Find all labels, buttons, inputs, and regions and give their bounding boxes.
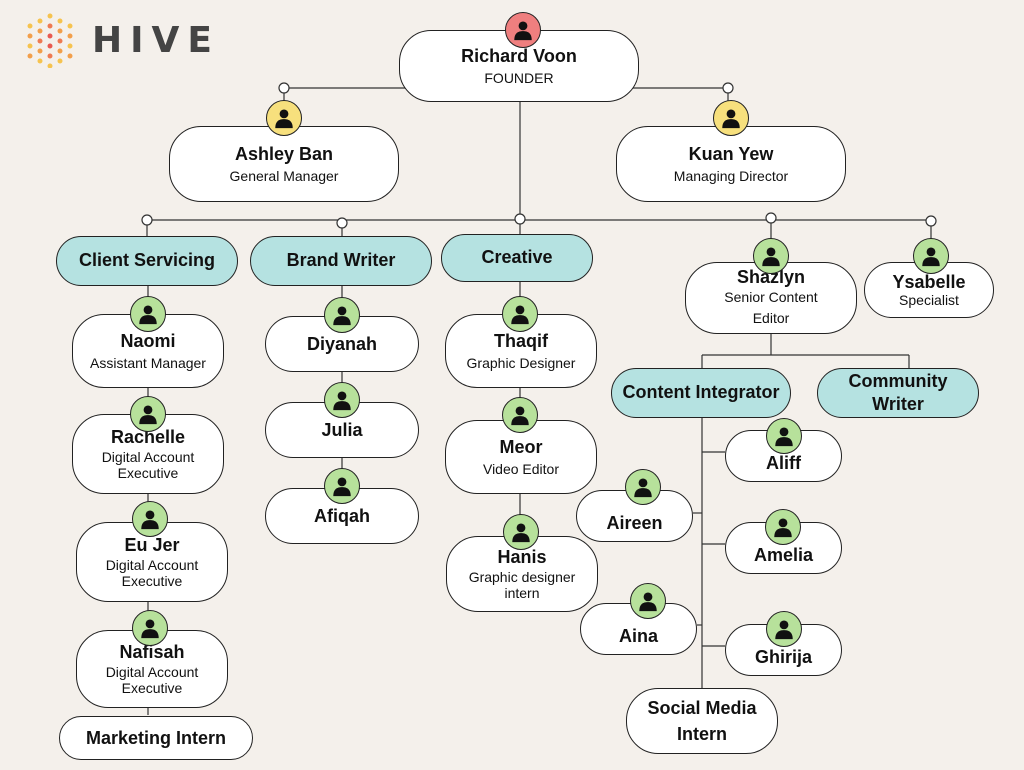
connector-dot xyxy=(722,82,734,94)
node-social-media-intern: Social Media Intern xyxy=(626,688,778,754)
dept-content-integrator: Content Integrator xyxy=(611,368,791,418)
person-name: Aireen xyxy=(606,512,663,533)
logo-text: HIVE xyxy=(92,19,220,61)
person-role: Digital Account Executive xyxy=(101,449,195,482)
person-icon xyxy=(324,297,360,333)
person-icon xyxy=(713,100,749,136)
person-name: Thaqif xyxy=(494,331,548,352)
person-name: Ysabelle xyxy=(892,271,966,292)
connector-dot xyxy=(514,213,526,225)
person-name: Naomi xyxy=(120,331,176,352)
person-icon xyxy=(766,418,802,454)
person-role: Graphic Designer xyxy=(466,354,576,371)
person-name: Social Media Intern xyxy=(647,697,757,744)
connector-dot xyxy=(278,82,290,94)
hive-logo: HIVE xyxy=(22,12,220,68)
person-role: Assistant Manager xyxy=(90,354,206,371)
person-icon xyxy=(505,12,541,48)
node-kuan-yew: Kuan Yew Managing Director xyxy=(616,126,846,202)
person-icon xyxy=(502,397,538,433)
person-name: Aina xyxy=(618,625,658,646)
person-icon xyxy=(132,610,168,646)
person-icon xyxy=(503,514,539,550)
person-name: Julia xyxy=(321,419,363,440)
node-ashley-ban: Ashley Ban General Manager xyxy=(169,126,399,202)
connector-dot xyxy=(765,212,777,224)
person-role: Senior Content Editor xyxy=(724,289,818,327)
person-name: Shazlyn xyxy=(736,266,806,287)
person-name: Diyanah xyxy=(306,333,378,354)
person-name: Eu Jer xyxy=(124,534,180,555)
person-name: Aliff xyxy=(766,452,801,473)
node-shazlyn: Shazlyn Senior Content Editor xyxy=(685,262,857,334)
node-aina: Aina xyxy=(580,603,697,655)
person-name: Meor xyxy=(499,437,543,458)
person-icon xyxy=(130,296,166,332)
person-icon xyxy=(132,501,168,537)
person-name: Kuan Yew xyxy=(688,144,774,165)
person-icon xyxy=(630,583,666,619)
person-name: Hanis xyxy=(497,546,547,567)
node-marketing-intern: Marketing Intern xyxy=(59,716,253,760)
person-name: Ashley Ban xyxy=(234,144,334,165)
node-diyanah: Diyanah xyxy=(265,316,419,372)
dept-community-writer: Community Writer xyxy=(817,368,979,418)
person-icon xyxy=(324,468,360,504)
person-role: Specialist xyxy=(899,292,959,309)
person-icon xyxy=(266,100,302,136)
person-role: Digital Account Executive xyxy=(105,557,199,590)
person-role: General Manager xyxy=(229,167,339,184)
connector-dot xyxy=(925,215,937,227)
person-icon xyxy=(766,611,802,647)
person-icon xyxy=(913,238,949,274)
person-role: FOUNDER xyxy=(484,69,554,86)
person-name: Richard Voon xyxy=(461,46,577,67)
person-icon xyxy=(130,396,166,432)
person-name: Rachelle xyxy=(110,426,186,447)
person-role: Video Editor xyxy=(482,460,559,477)
node-rachelle: Rachelle Digital Account Executive xyxy=(72,414,224,494)
person-role: Graphic designer intern xyxy=(468,569,576,602)
dotted-hive-icon xyxy=(27,13,73,68)
person-icon xyxy=(625,469,661,505)
person-role: Digital Account Executive xyxy=(105,664,199,697)
person-name: Marketing Intern xyxy=(85,727,227,748)
dept-client-servicing: Client Servicing xyxy=(56,236,238,286)
person-name: Nafisah xyxy=(119,641,185,662)
connector-dot xyxy=(336,217,348,229)
connector-dot xyxy=(141,214,153,226)
person-name: Ghirija xyxy=(754,646,812,667)
person-icon xyxy=(753,238,789,274)
person-name: Amelia xyxy=(753,544,814,565)
dept-brand-writer: Brand Writer xyxy=(250,236,432,286)
node-meor: Meor Video Editor xyxy=(445,420,597,494)
person-name: Afiqah xyxy=(314,505,370,526)
person-icon xyxy=(765,509,801,545)
person-role: Managing Director xyxy=(673,167,789,184)
person-icon xyxy=(502,296,538,332)
person-icon xyxy=(324,382,360,418)
dept-creative: Creative xyxy=(441,234,593,282)
